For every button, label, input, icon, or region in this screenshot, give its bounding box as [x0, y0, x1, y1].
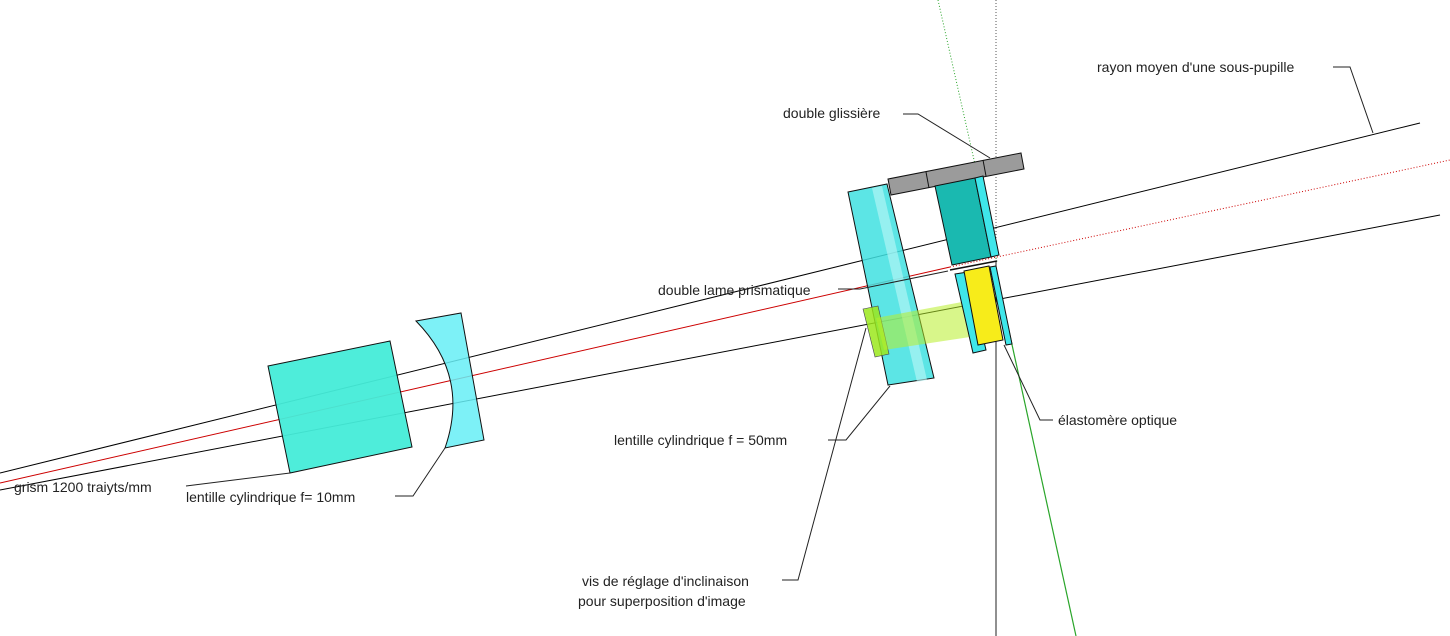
- label-lentille10: lentille cylindrique f= 10mm: [186, 489, 355, 505]
- label-rayon: rayon moyen d'une sous-pupille: [1097, 59, 1294, 75]
- screw-head: [862, 305, 890, 358]
- label-vis-line1: vis de réglage d'inclinaison: [582, 573, 749, 589]
- slide-segment-2: [982, 159, 987, 177]
- label-glissiere: double glissière: [783, 105, 880, 121]
- center-ray-dotted: [949, 159, 1450, 268]
- label-lentille50: lentille cylindrique f = 50mm: [614, 432, 787, 448]
- prism-plate-right: [989, 265, 1013, 346]
- upper-ray: [0, 122, 1421, 474]
- slide-segment-1: [925, 171, 930, 189]
- leader-vis: [782, 327, 867, 581]
- prism-separator: [949, 260, 998, 271]
- label-lame: double lame prismatique: [658, 282, 811, 298]
- label-elastomere: élastomère optique: [1058, 412, 1177, 428]
- leader-elastomere: [1003, 344, 1053, 421]
- leader-rayon: [1333, 66, 1374, 134]
- leader-glissiere: [903, 113, 991, 159]
- double-slide: [887, 152, 1025, 196]
- prism-plate-upper-edge: [974, 175, 1000, 258]
- label-vis-line2: pour superposition d'image: [578, 593, 746, 609]
- lens-f10: [414, 312, 485, 449]
- elastomer-block: [963, 265, 1004, 346]
- leader-lame: [838, 270, 949, 290]
- grism-block: [267, 340, 413, 474]
- lower-ray: [0, 214, 1441, 491]
- green-axis-solid: [999, 289, 1077, 636]
- center-ray: [0, 266, 951, 484]
- leader-lentille10: [395, 447, 446, 497]
- leader-lentille50: [828, 385, 891, 441]
- screw-shaft: [876, 302, 970, 350]
- label-grism: grism 1200 traiyts/mm: [14, 479, 152, 495]
- leader-grism: [185, 472, 291, 487]
